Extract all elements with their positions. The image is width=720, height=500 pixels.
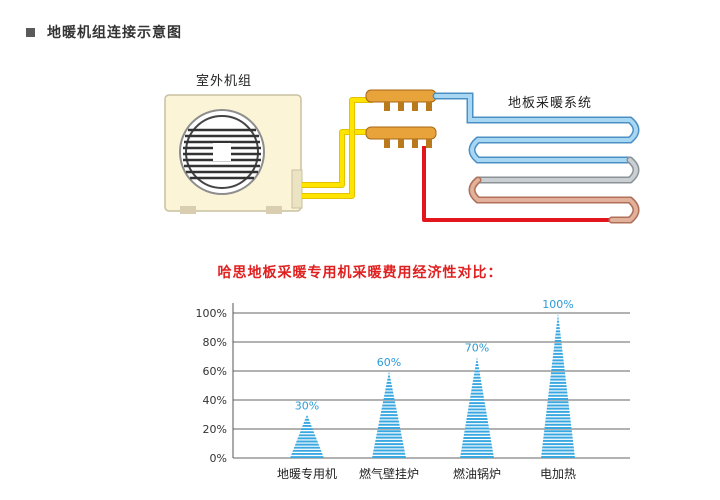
manifold-top xyxy=(365,89,437,111)
connection-diagram: 室外机组 地板采暖系统 xyxy=(164,74,640,224)
bar-value-label: 60% xyxy=(377,356,401,369)
y-tick-label: 60% xyxy=(203,365,227,378)
floor-heating-label: 地板采暖系统 xyxy=(508,96,593,111)
bar-value-label: 70% xyxy=(465,342,489,355)
bar xyxy=(290,415,324,458)
x-category-label: 燃油锅炉 xyxy=(453,466,501,481)
x-axis-category-labels: 地暖专用机 燃气壁挂炉 燃油锅炉 电加热 xyxy=(277,466,576,481)
section-title: 地暖机组连接示意图 xyxy=(47,25,182,41)
supply-pipes xyxy=(302,96,375,199)
chart-title: 哈思地板采暖专用机采暖费用经济性对比： xyxy=(217,265,503,281)
square-bullet-icon xyxy=(26,27,35,37)
y-tick-label: 80% xyxy=(203,336,227,349)
bar xyxy=(460,357,494,458)
y-tick-label: 20% xyxy=(203,423,227,436)
x-category-label: 燃气壁挂炉 xyxy=(359,466,419,481)
floor-coils xyxy=(432,92,640,224)
section-header: 地暖机组连接示意图 xyxy=(26,22,182,42)
cost-comparison-chart: 0% 20% 40% 60% 80% 100% 30% 60% 70% 100% 地暖专用机 燃气… xyxy=(196,298,630,481)
y-tick-label: 0% xyxy=(210,452,227,465)
bar-value-label: 100% xyxy=(542,298,573,311)
y-tick-label: 40% xyxy=(203,394,227,407)
bar-value-labels: 30% 60% 70% 100% xyxy=(295,298,574,413)
x-category-label: 地暖专用机 xyxy=(277,466,337,481)
y-axis-tick-labels: 0% 20% 40% 60% 80% 100% xyxy=(196,307,227,465)
outdoor-unit xyxy=(164,94,303,214)
bar xyxy=(541,314,575,458)
x-category-label: 电加热 xyxy=(540,467,576,481)
connection-diagram-svg xyxy=(164,89,640,224)
hot-pipe xyxy=(422,146,612,222)
bars xyxy=(290,314,575,458)
manifold-bottom xyxy=(365,126,437,148)
gridlines xyxy=(233,312,630,459)
bar xyxy=(372,372,406,458)
y-tick-label: 100% xyxy=(196,307,227,320)
bar-value-label: 30% xyxy=(295,400,319,413)
outdoor-unit-label: 室外机组 xyxy=(196,74,253,89)
